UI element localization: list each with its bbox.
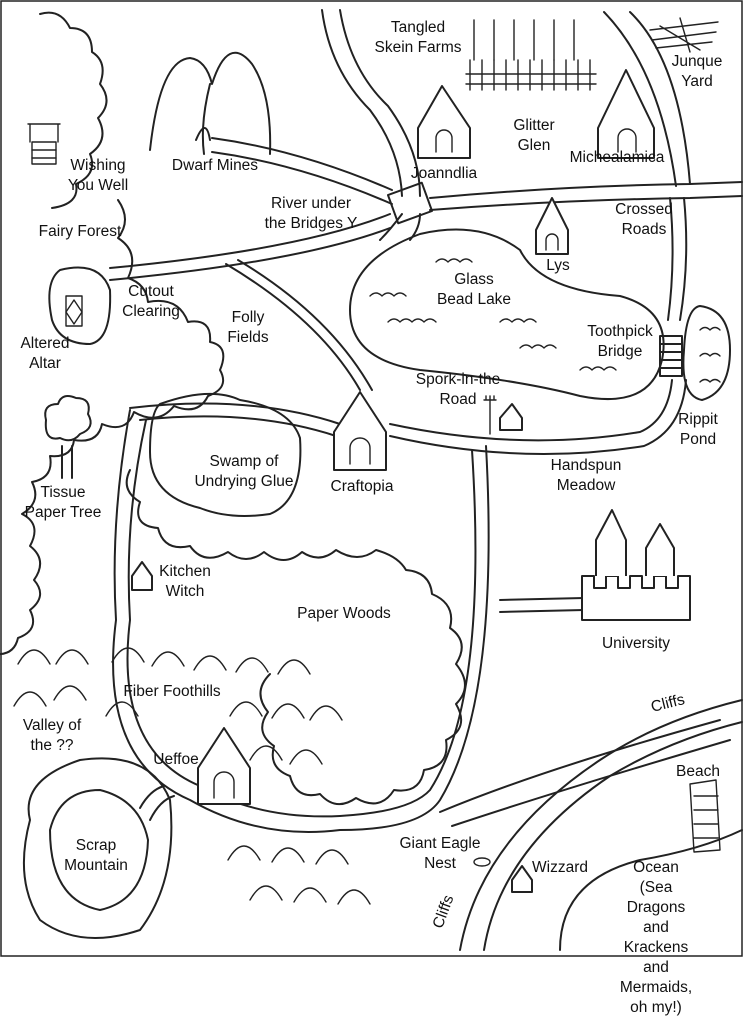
wishing-well-icon	[27, 123, 61, 165]
paper-woods-edge	[125, 469, 466, 805]
swamp-outline	[149, 392, 302, 517]
lake-waves	[369, 258, 721, 383]
label-fairy-forest: Fairy Forest	[38, 223, 122, 240]
label-fiber-foothills: Fiber Foothills	[123, 683, 221, 700]
label-lys: Lys	[546, 257, 570, 274]
farm-crops	[465, 19, 597, 91]
label-cutout-clearing: Cutout Clearing	[122, 283, 180, 320]
foothill-arches	[13, 647, 371, 905]
label-joanndlia: Joanndlia	[410, 165, 478, 182]
label-glass-bead-lake: Glass Bead Lake	[436, 271, 512, 308]
label-tangled-skein-farms: Tangled Skein Farms	[374, 19, 462, 56]
label-crossed-roads: Crossed Roads	[615, 201, 673, 238]
label-wishing-you-well: Wishing You Well	[67, 157, 129, 194]
label-beach: Beach	[676, 763, 720, 780]
label-river-under-the-bridges: River under the Bridges Y	[264, 195, 358, 232]
rippit-pond-shore	[682, 305, 731, 401]
label-altered-altar: Altered Altar	[20, 335, 70, 372]
label-junque-yard: Junque Yard	[671, 53, 723, 90]
label-spork-in-the-road: Spork-in-the Road	[415, 371, 501, 408]
label-michealamica: Michealamica	[569, 149, 665, 166]
label-scrap-mountain: Scrap Mountain	[64, 837, 128, 874]
houses	[131, 69, 655, 893]
tissue-paper-tree-icon	[44, 395, 92, 479]
label-glitter-glen: Glitter Glen	[513, 117, 555, 154]
label-craftopia: Craftopia	[330, 478, 394, 495]
university-castle	[581, 509, 691, 621]
label-ocean: Ocean (Sea Dragons and Krackens and Merm…	[619, 859, 693, 1016]
label-toothpick-bridge: Toothpick Bridge	[587, 323, 653, 360]
bridges	[386, 181, 683, 377]
label-wizzard: Wizzard	[532, 859, 588, 876]
label-giant-eagle-nest: Giant Eagle Nest	[399, 835, 481, 872]
eagle-nest-icon	[473, 857, 491, 867]
glass-bead-lake-shore	[349, 228, 665, 400]
label-rippit-pond: Rippit Pond	[678, 411, 718, 448]
coastline	[459, 699, 743, 951]
scrap-mountain-contours	[22, 757, 173, 939]
dwarf-mines-mountains	[149, 51, 272, 155]
map-drawing	[0, 0, 743, 957]
label-swamp-of-undrying-glue: Swamp of Undrying Glue	[194, 453, 294, 490]
fairy-forest-edge	[0, 11, 225, 656]
cutout-clearing-outline	[48, 266, 112, 345]
label-tissue-paper-tree: Tissue Paper Tree	[24, 484, 102, 521]
label-folly-fields: Folly Fields	[227, 309, 269, 346]
label-paper-woods: Paper Woods	[297, 605, 391, 622]
label-university: University	[601, 635, 671, 652]
roads	[109, 11, 743, 833]
label-valley-of-the: Valley of the ??	[22, 717, 82, 754]
label-kitchen-witch: Kitchen Witch	[159, 563, 211, 600]
spork-icon	[483, 395, 497, 435]
label-dwarf-mines: Dwarf Mines	[171, 157, 259, 174]
junque-pile-icon	[649, 17, 719, 53]
label-ueffoe: Ueffoe	[153, 751, 199, 768]
label-handspun-meadow: Handspun Meadow	[550, 457, 622, 494]
river	[321, 9, 421, 241]
